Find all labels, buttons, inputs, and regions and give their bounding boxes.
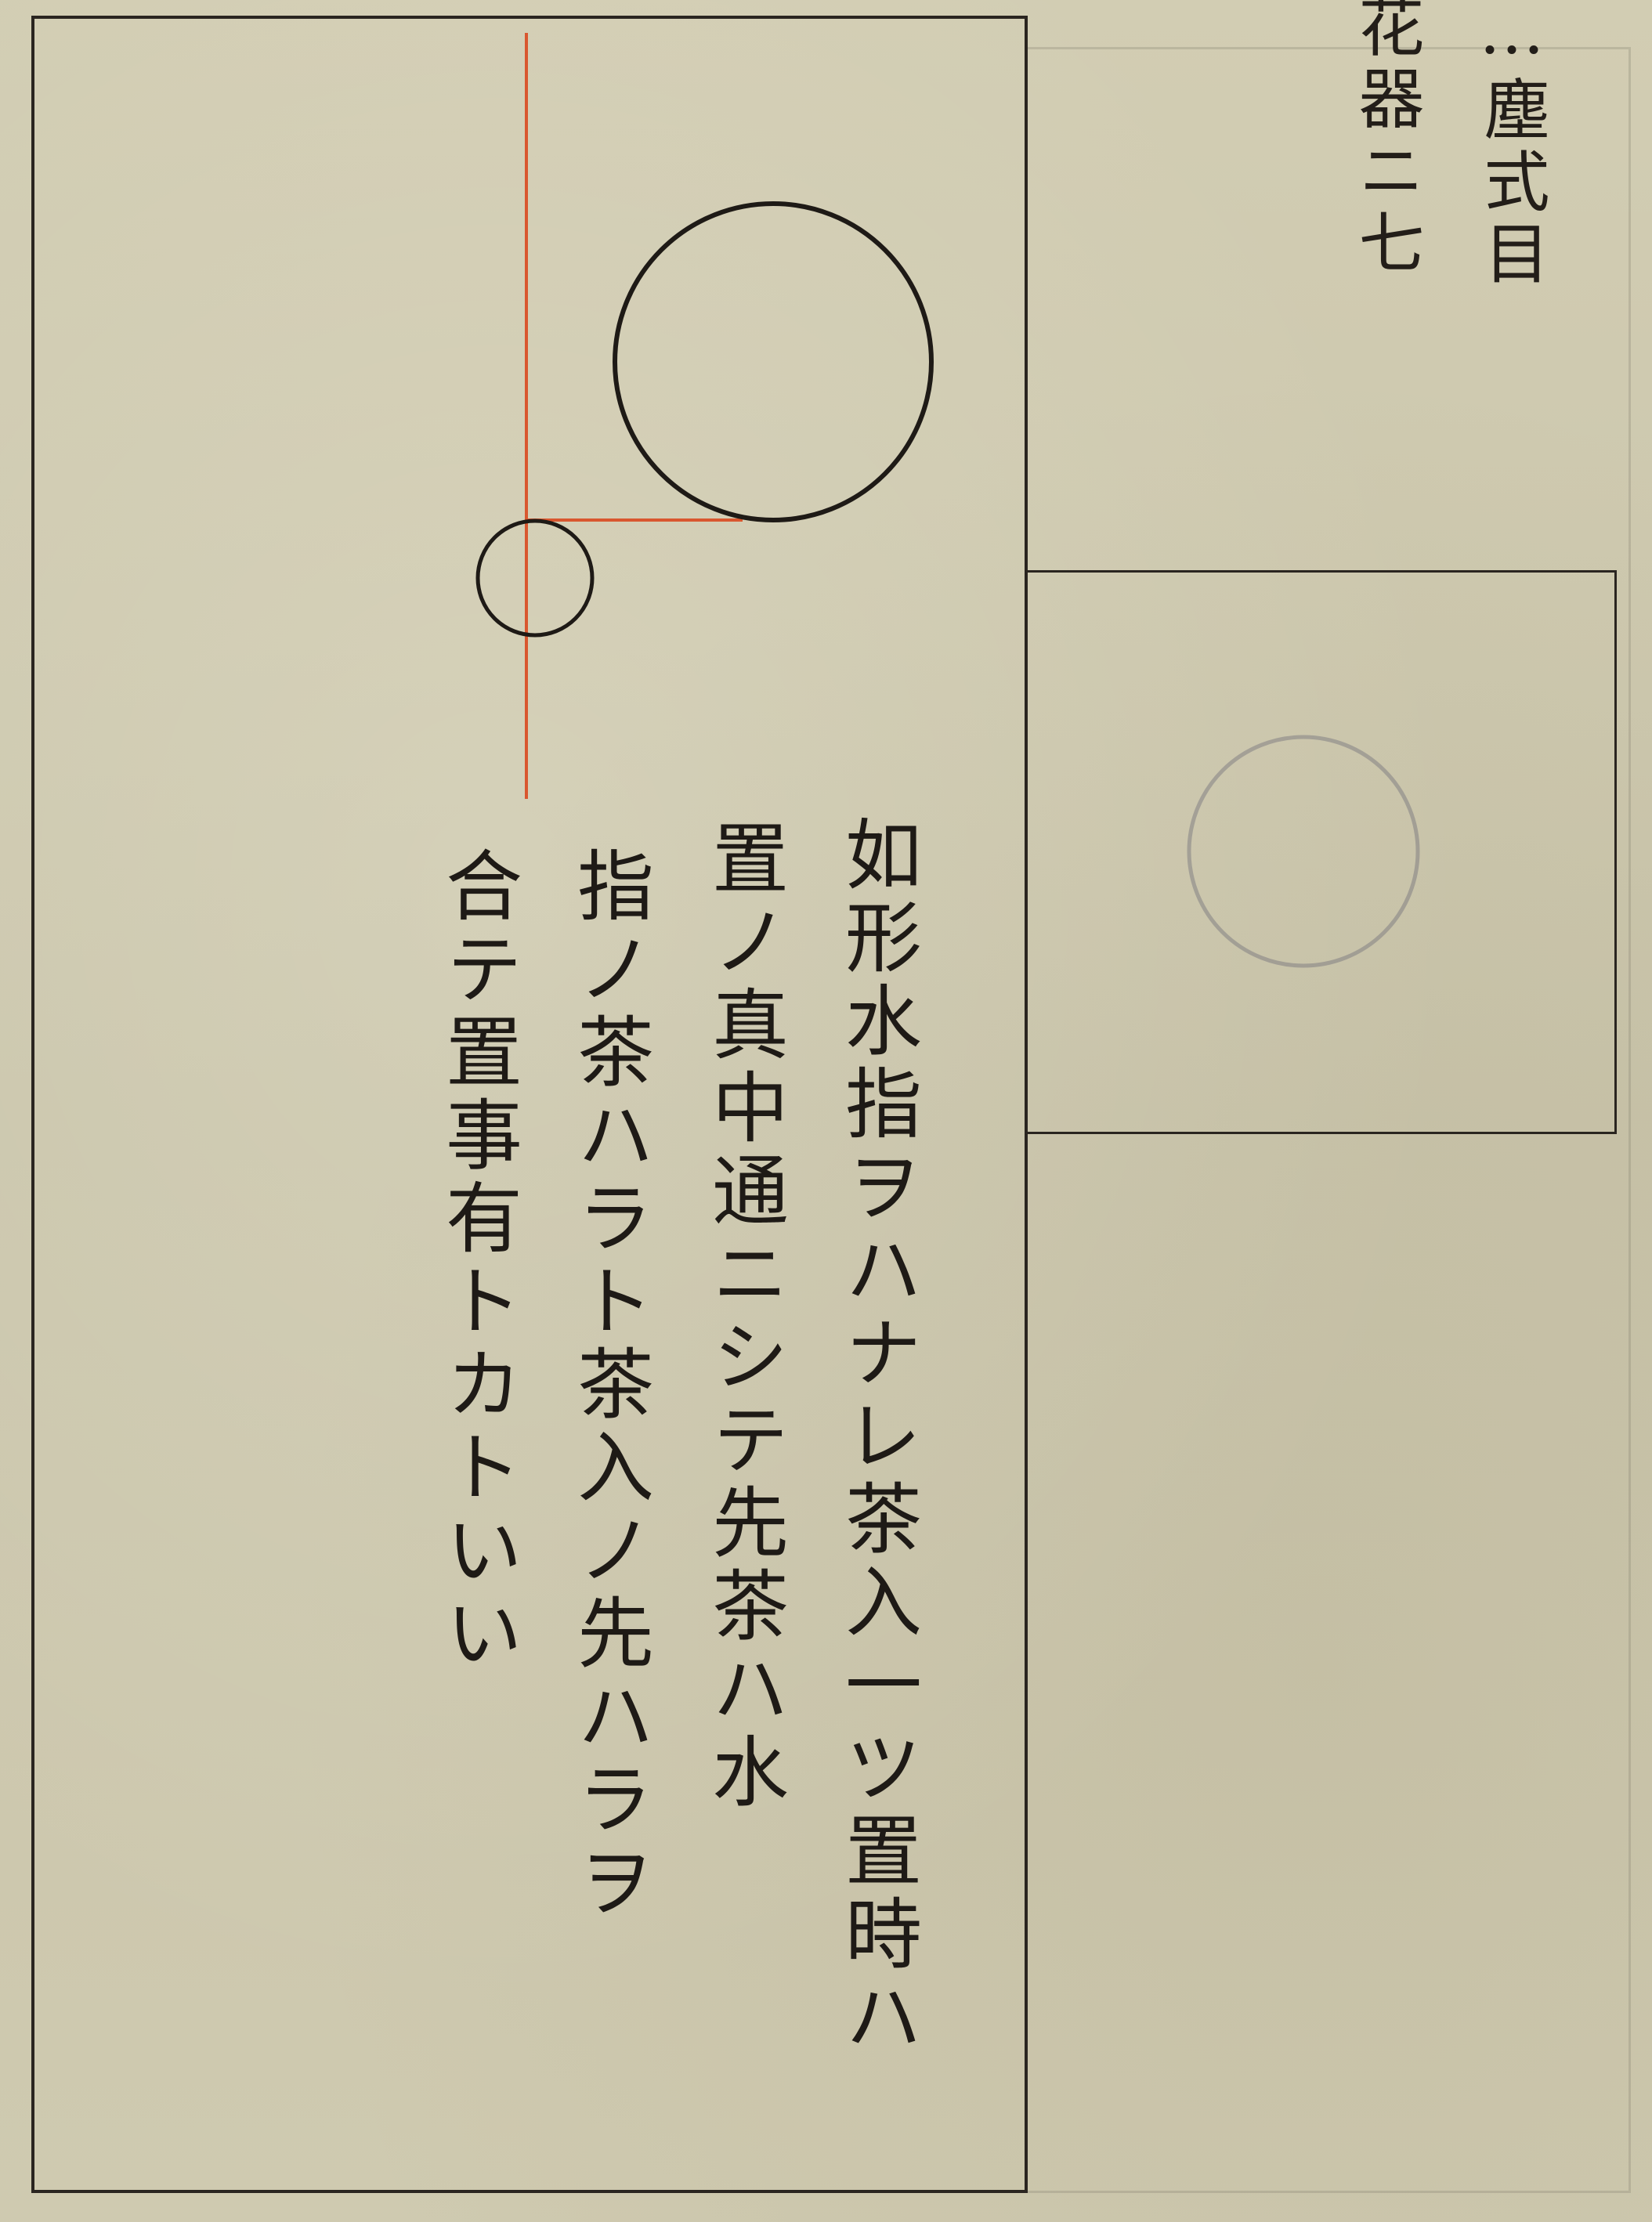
header-title-column: …塵式目 <box>1473 0 1550 291</box>
annotation-column-1: 如形水指ヲハナレ茶入一ツ置時ハ <box>832 815 921 2060</box>
large-circle-water-jar <box>613 201 934 522</box>
side-diagram-frame <box>1026 570 1617 1134</box>
faint-circle-side-box <box>1187 735 1420 968</box>
main-diagram-frame <box>31 16 1028 2193</box>
annotation-column-3: 指ノ茶ハラト茶入ノ先ハラヲ <box>564 846 653 1925</box>
annotation-column-4: 合テ置事有トカトいい <box>432 846 522 1676</box>
annotation-column-2: 置ノ真中通ニシテ先茶ハ水 <box>699 818 788 1815</box>
faint-show-through-frame <box>1028 47 1631 2193</box>
small-circle-tea-caddy <box>475 518 595 638</box>
header-subtitle-column: 花器ニ七 <box>1348 0 1425 280</box>
